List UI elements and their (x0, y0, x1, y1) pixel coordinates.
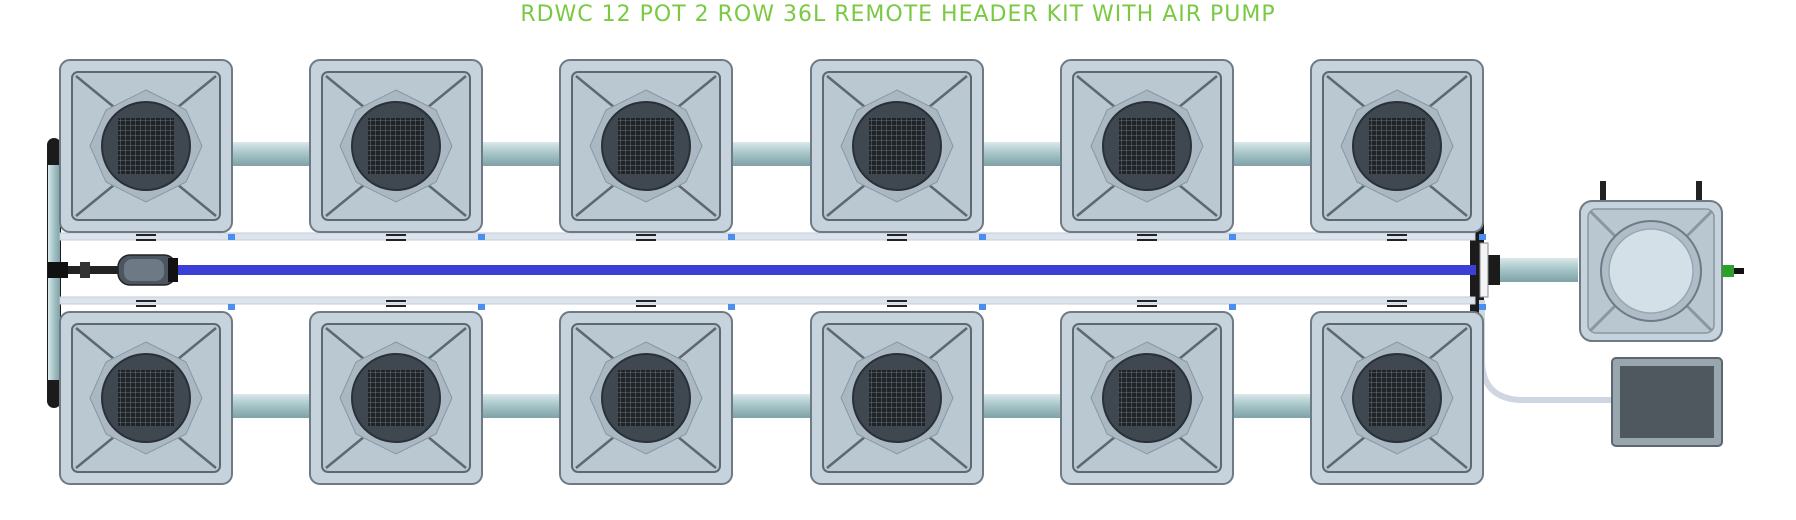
row-pipe (981, 142, 1063, 166)
grow-pot-icon (810, 59, 986, 241)
grow-pot-icon (1310, 300, 1486, 485)
grow-pot-icon (1060, 59, 1236, 241)
grow-pot-icon (309, 59, 485, 241)
row-pipe (730, 394, 813, 418)
drain-line-bottom (59, 296, 1476, 305)
row-pipe (230, 394, 312, 418)
grow-pot-icon (559, 59, 735, 241)
row-pipe (730, 142, 813, 166)
row-pipe (230, 142, 312, 166)
drain-line-top (59, 232, 1476, 241)
grow-pot-icon (59, 300, 235, 485)
diagram-title: RDWC 12 POT 2 ROW 36L REMOTE HEADER KIT … (520, 2, 1276, 27)
air-pump-icon (48, 254, 178, 286)
grow-pot-icon (309, 300, 485, 485)
air-line (150, 265, 1570, 275)
grow-pot-icon (810, 300, 986, 485)
header-tank-icon (1579, 181, 1744, 342)
connecting-pipes (230, 142, 1313, 418)
row-pipe (1231, 142, 1313, 166)
row-pipe (480, 142, 562, 166)
grow-pot-icon (59, 59, 235, 241)
row-pipe (1231, 394, 1313, 418)
pot-grid (59, 59, 1486, 485)
row-pipe (981, 394, 1063, 418)
grow-pot-icon (1060, 300, 1236, 485)
header-link-pipe (1490, 258, 1578, 282)
grow-pot-icon (1310, 59, 1486, 241)
row-pipe (480, 394, 562, 418)
water-pump-icon (1611, 357, 1723, 447)
grow-pot-icon (559, 300, 735, 485)
